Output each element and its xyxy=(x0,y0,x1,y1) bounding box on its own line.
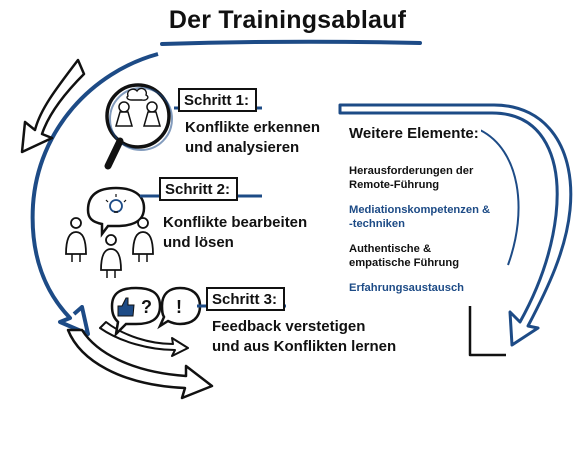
extras-item: Herausforderungen der Remote-Führung xyxy=(349,164,519,192)
extras-item-line1: Herausforderungen der xyxy=(349,165,474,177)
blue-arrow-right-inner xyxy=(479,129,520,266)
extras-item-line2: Remote-Führung xyxy=(349,179,440,191)
question-mark-glyph: ? xyxy=(141,297,152,317)
thumbs-up-icon xyxy=(117,297,135,317)
black-arrow-top-left xyxy=(20,58,86,154)
extras-item: Authentische & empatische Führung xyxy=(349,242,519,270)
magnifier-icon xyxy=(104,83,173,170)
black-arrow-right-small xyxy=(468,306,506,357)
extras-item-line2: empatische Führung xyxy=(349,257,460,269)
extras-item-line1: Mediationskompetenzen & xyxy=(349,204,491,216)
step-2-text-line2: und lösen xyxy=(163,234,234,251)
extras-item: Mediationskompetenzen & -techniken xyxy=(349,203,519,231)
extras-item: Erfahrungsaustausch xyxy=(349,281,519,295)
extras-item-line1: Authentische & xyxy=(349,243,432,255)
black-arrow-bottom xyxy=(66,328,214,400)
extras-item-line1: Erfahrungsaustausch xyxy=(349,282,465,294)
step-2-label: Schritt 2: xyxy=(159,177,239,201)
step-1-label: Schritt 1: xyxy=(178,88,258,112)
feedback-bubbles-icon xyxy=(110,286,202,338)
blue-arrow-right xyxy=(338,103,573,347)
step-3-text: Feedback verstetigen und aus Konflikten … xyxy=(212,317,396,357)
extras-title: Weitere Elemente: xyxy=(347,125,481,142)
step-3-text-line1: Feedback verstetigen xyxy=(212,318,366,335)
black-arrow-bottom-small xyxy=(99,321,189,357)
extras-item-line2: -techniken xyxy=(349,218,405,230)
step-1-text-line2: und analysieren xyxy=(185,139,300,156)
step-1-text: Konflikte erkennen und analysieren xyxy=(185,118,320,158)
blue-process-arrow xyxy=(30,52,159,336)
diagram-title: Der Trainingsablauf xyxy=(168,6,407,34)
idea-team-icon xyxy=(65,186,154,278)
title-underline xyxy=(160,39,422,46)
step-3-text-line2: und aus Konflikten lernen xyxy=(212,338,397,355)
step-2-text: Konflikte bearbeiten und lösen xyxy=(163,213,307,253)
exclamation-glyph: ! xyxy=(176,297,182,317)
step-3-label: Schritt 3: xyxy=(206,287,286,311)
step-2-text-line1: Konflikte bearbeiten xyxy=(163,214,308,231)
step-1-text-line1: Konflikte erkennen xyxy=(185,119,321,136)
extras-list: Herausforderungen der Remote-Führung Med… xyxy=(349,164,519,306)
